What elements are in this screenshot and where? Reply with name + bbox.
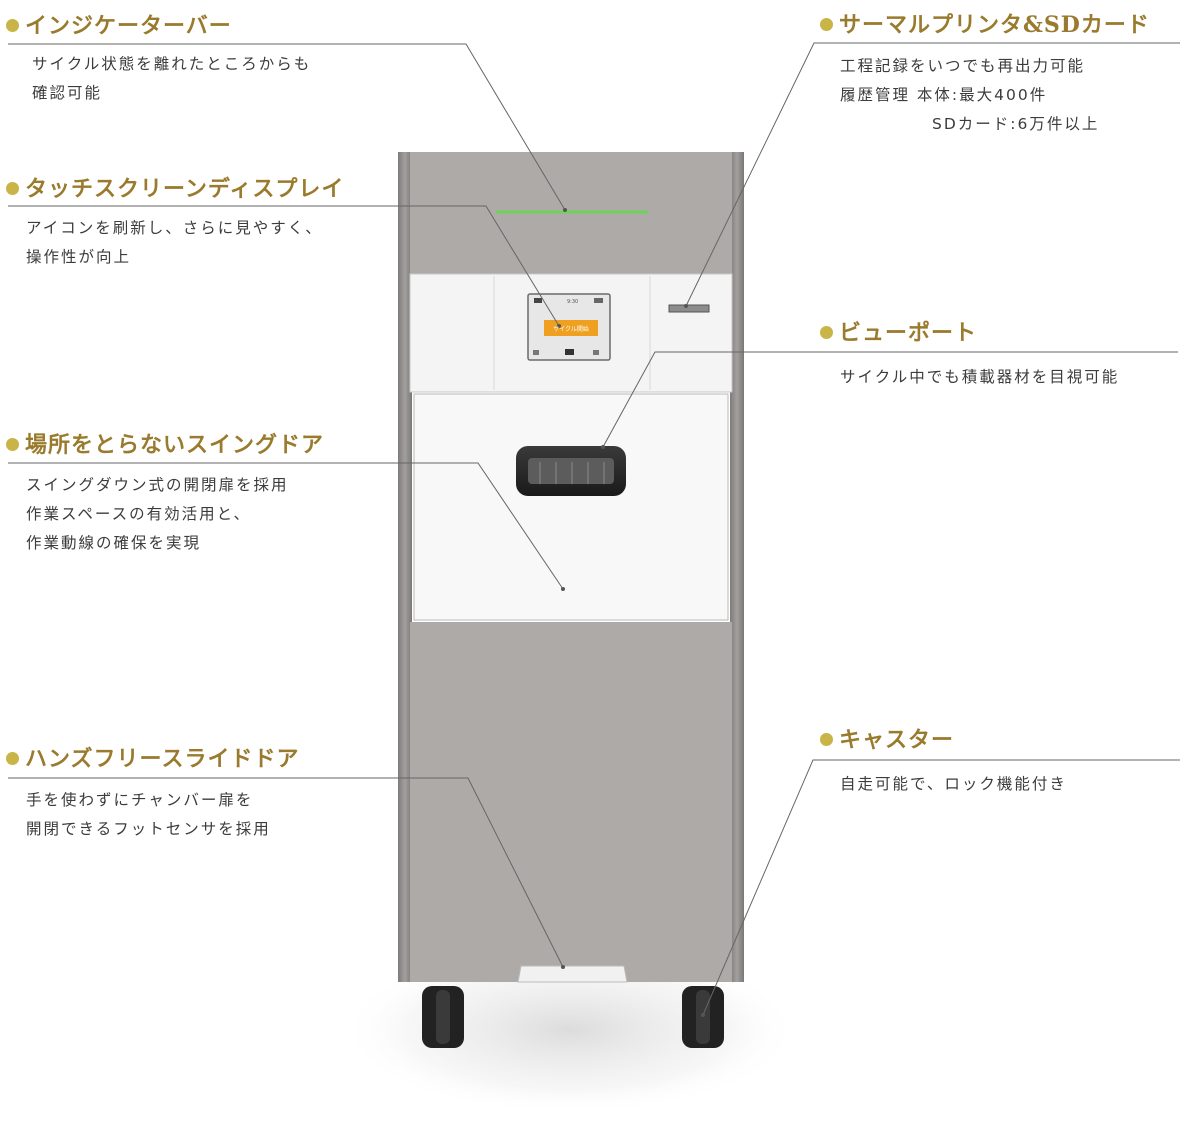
feature-desc-line: 工程記録をいつでも再出力可能 [840,57,1086,75]
bottom-panel [410,622,732,982]
feature-desc-line: 作業スペースの有効活用と、 [26,505,252,523]
feature-title: ビューポート [839,320,978,346]
swing-door[interactable] [413,393,729,621]
feature-desc-line: 自走可能で、ロック機能付き [840,775,1067,793]
right-side-rail [730,152,744,982]
leader-endpoints [557,208,705,1017]
bullet-icon [820,18,833,31]
feature-title: インジケーターバー [25,13,232,39]
screen-time: 9:30 [567,299,578,305]
feature-title: サーマルプリンタ&SDカード [839,12,1150,38]
leader-lines [8,42,1180,1016]
printer-slot [668,304,710,313]
feature-desc-line: 手を使わずにチャンバー扉を [26,791,254,809]
feature-caster: キャスター 自走可能で、ロック機能付き [820,727,1067,799]
bullet-icon [6,182,19,195]
screen-menu-icon[interactable] [534,298,542,303]
feature-desc-line: サイクル状態を離れたところからも [32,55,312,73]
feature-title: キャスター [839,727,955,753]
bullet-icon [6,19,19,32]
screen-start-label[interactable]: サイクル開始 [553,325,589,333]
feature-viewport: ビューポート サイクル中でも積載器材を目視可能 [820,320,1119,392]
feature-swing-door: 場所をとらないスイングドア スイングダウン式の開閉扉を採用 作業スペースの有効活… [6,432,324,558]
feature-title: ハンズフリースライドドア [25,746,300,772]
feature-desc-line: スイングダウン式の開閉扉を採用 [26,476,289,494]
feature-handsfree-door: ハンズフリースライドドア 手を使わずにチャンバー扉を 開閉できるフットセンサを採… [6,746,299,844]
bullet-icon [820,733,833,746]
feature-desc-line: 確認可能 [32,84,103,102]
feature-desc-line: 作業動線の確保を実現 [26,534,202,552]
bullet-icon [820,326,833,339]
bullet-icon [6,752,19,765]
foot-sensor-pedal[interactable] [517,965,628,983]
feature-desc-line: アイコンを刷新し、さらに見やすく、 [26,219,323,237]
screen-left-icon[interactable] [533,350,539,355]
feature-desc-line: 履歴管理 本体:最大400件 [840,86,1048,104]
feature-touchscreen: タッチスクリーンディスプレイ アイコンを刷新し、さらに見やすく、 操作性が向上 [6,176,344,272]
viewport-rack [528,458,614,484]
feature-title: 場所をとらないスイングドア [25,432,325,458]
feature-desc-line: 操作性が向上 [26,248,132,266]
feature-desc-line: 開閉できるフットセンサを採用 [26,820,271,838]
feature-desc-line: サイクル中でも積載器材を目視可能 [840,368,1120,386]
screen-home-icon[interactable] [565,349,574,355]
screen-right-icon[interactable] [593,350,599,355]
feature-title: タッチスクリーンディスプレイ [25,176,345,202]
feature-desc-line: SDカード:6万件以上 [932,115,1100,133]
screen-status-icon [594,298,603,303]
left-side-rail [398,152,412,982]
feature-indicator-bar: インジケーターバー サイクル状態を離れたところからも 確認可能 [6,13,311,108]
feature-printer-sd: サーマルプリンタ&SDカード 工程記録をいつでも再出力可能 履歴管理 本体:最大… [820,12,1150,139]
bullet-icon [6,438,19,451]
